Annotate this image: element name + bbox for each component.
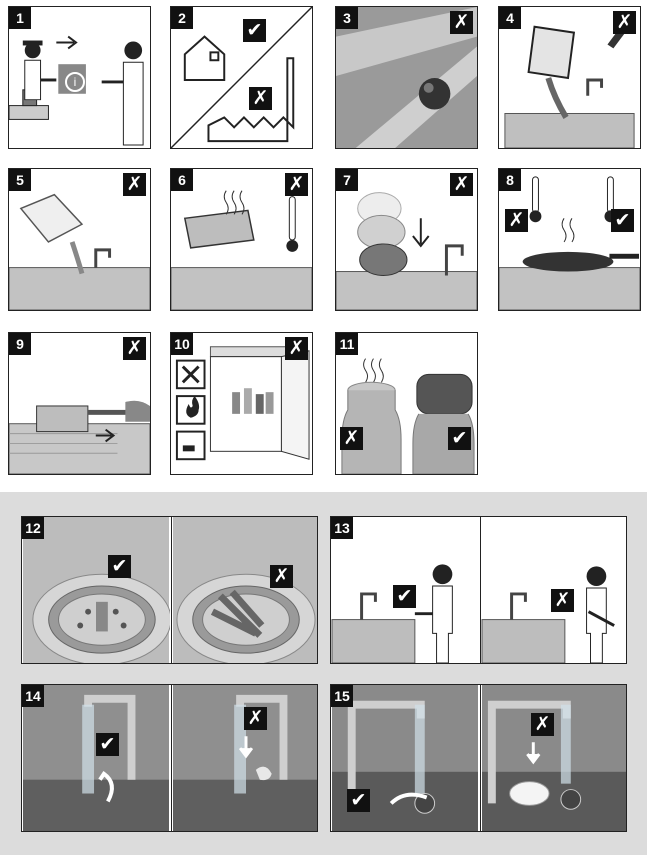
cabinet-illustration bbox=[175, 346, 310, 461]
faucet-correct-illustration bbox=[23, 685, 169, 831]
panel-number: 9 bbox=[9, 333, 31, 355]
panel-11-bottle-caps: 11 ✗ ✔ bbox=[335, 332, 478, 475]
panel-number: 1 bbox=[9, 7, 31, 29]
panel-6-hot-liquid: 6 ✗ bbox=[170, 168, 313, 311]
pouring-chemicals-illustration bbox=[9, 193, 150, 310]
cross-icon: ✗ bbox=[340, 427, 363, 450]
check-icon: ✔ bbox=[393, 585, 416, 608]
panel-number: 14 bbox=[22, 685, 44, 707]
cross-icon: ✗ bbox=[285, 337, 308, 360]
panel-number: 8 bbox=[499, 169, 521, 191]
correct-posture bbox=[331, 517, 479, 663]
panel-2-house-vs-factory: 2 ✔ ✗ bbox=[170, 6, 313, 149]
info-icon: i bbox=[65, 72, 85, 92]
pan-on-drainer-illustration bbox=[9, 400, 150, 474]
check-icon: ✔ bbox=[611, 209, 634, 232]
incorrect-posture-illustration bbox=[481, 566, 615, 663]
panel-number: 15 bbox=[331, 685, 353, 707]
clean-strainer-illustration bbox=[23, 517, 170, 663]
panel-number: 3 bbox=[336, 7, 358, 29]
direction-incorrect bbox=[480, 685, 626, 831]
panel-number: 12 bbox=[22, 517, 44, 539]
cross-icon: ✗ bbox=[249, 87, 272, 110]
cross-icon: ✗ bbox=[244, 707, 267, 730]
panel-10-chemicals-under-sink: 10 ✗ bbox=[170, 332, 313, 475]
correct-posture-illustration bbox=[331, 564, 453, 663]
cross-icon: ✗ bbox=[505, 209, 528, 232]
panel-9-pan-on-drainer: 9 ✗ bbox=[8, 332, 151, 475]
panel-number: 11 bbox=[336, 333, 358, 355]
cross-icon: ✗ bbox=[531, 713, 554, 736]
panel-1-handover: 1 i bbox=[8, 6, 151, 149]
panel-number: 6 bbox=[171, 169, 193, 191]
panel-number: 7 bbox=[336, 169, 358, 191]
incorrect-posture bbox=[480, 517, 626, 663]
panel-number: 4 bbox=[499, 7, 521, 29]
cross-icon: ✗ bbox=[613, 11, 636, 34]
panel-5-pouring-chemicals: 5 ✗ bbox=[8, 168, 151, 311]
cross-icon: ✗ bbox=[270, 565, 293, 588]
blocked-strainer-illustration bbox=[173, 517, 317, 663]
house-factory-illustration bbox=[171, 7, 312, 148]
strainer-clean bbox=[22, 517, 170, 663]
panel-3-drain-closeup: 3 ✗ bbox=[335, 6, 478, 149]
panel-number: 2 bbox=[171, 7, 193, 29]
check-icon: ✔ bbox=[243, 19, 266, 42]
faucet-correct bbox=[22, 685, 170, 831]
panel-number: 10 bbox=[171, 333, 193, 355]
check-icon: ✔ bbox=[448, 427, 471, 450]
cross-icon: ✗ bbox=[450, 11, 473, 34]
panel-7-dropping-pots: 7 ✗ bbox=[335, 168, 478, 311]
panel-8-pan-temperature: 8 ✗ ✔ bbox=[498, 168, 641, 311]
dropping-pots-illustration bbox=[336, 192, 477, 310]
panel-4-pouring-paint: 4 ✗ bbox=[498, 6, 641, 149]
panel-number: 5 bbox=[9, 169, 31, 191]
panel-14-faucet-splash: 14 ✔ ✗ bbox=[21, 684, 318, 832]
cross-icon: ✗ bbox=[123, 173, 146, 196]
panel-13-sink-height: 13 ✔ ✗ bbox=[330, 516, 627, 664]
check-icon: ✔ bbox=[96, 733, 119, 756]
pouring-paint-illustration bbox=[504, 20, 635, 148]
cross-icon: ✗ bbox=[551, 589, 574, 612]
panel-number: 13 bbox=[331, 517, 353, 539]
cross-icon: ✗ bbox=[450, 173, 473, 196]
hot-liquid-illustration bbox=[171, 190, 312, 310]
strainer-blocked bbox=[171, 517, 317, 663]
panel-12-strainer: 12 ✔ ✗ bbox=[21, 516, 318, 664]
cross-icon: ✗ bbox=[123, 337, 146, 360]
check-icon: ✔ bbox=[108, 555, 131, 578]
check-icon: ✔ bbox=[347, 789, 370, 812]
panel-15-faucet-direction: 15 ✔ ✗ bbox=[330, 684, 627, 832]
direction-incorrect-illustration bbox=[482, 685, 626, 831]
cross-icon: ✗ bbox=[285, 173, 308, 196]
